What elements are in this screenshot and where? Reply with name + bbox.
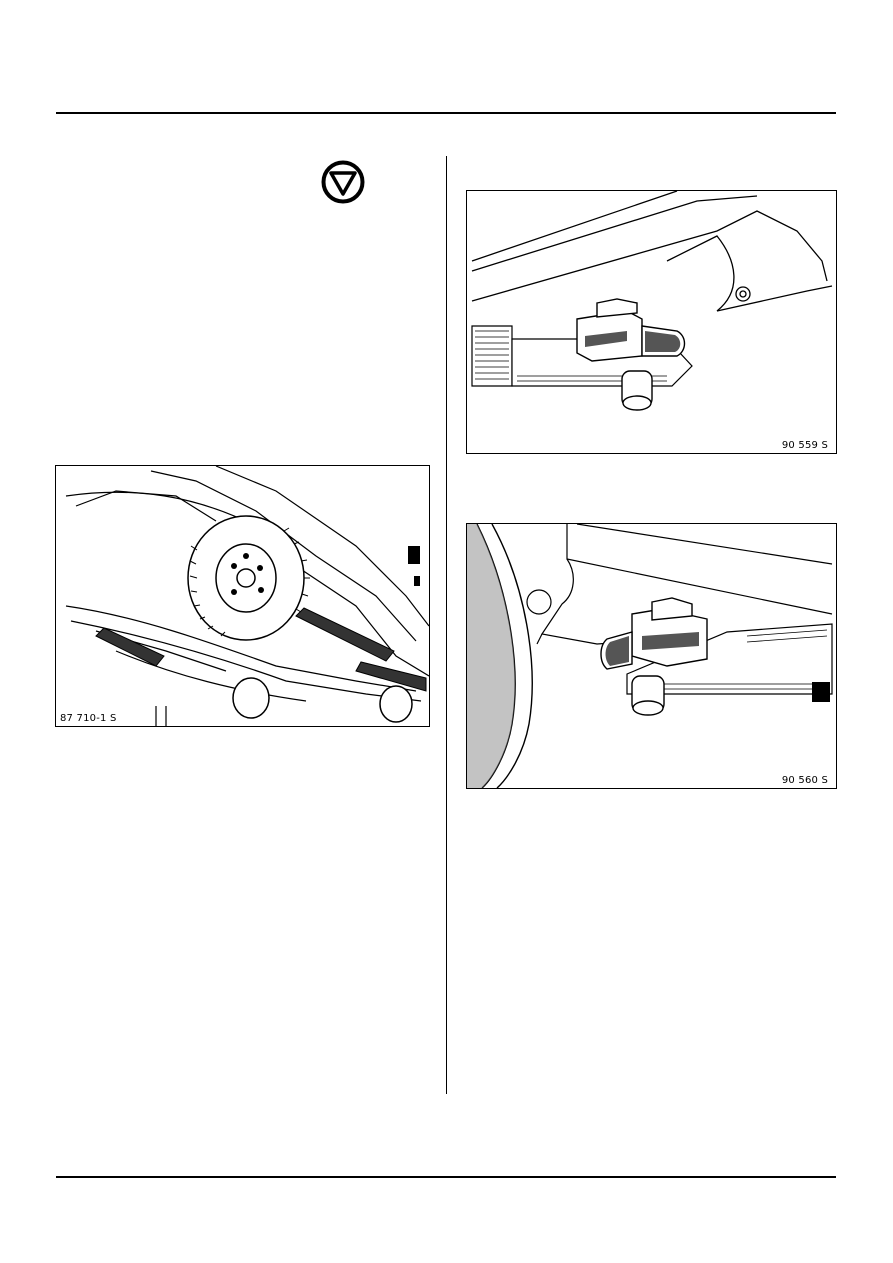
figure-lift-pad-rear: 90 560 S [466, 523, 837, 789]
figure-code: 90 560 S [779, 775, 830, 786]
triangle-in-circle-icon [321, 160, 365, 204]
lift-pad-rear-illustration [467, 524, 833, 788]
figure-code: 87 710-1 S [58, 713, 119, 724]
car-on-lift-illustration [65, 466, 429, 726]
footer-rule [56, 1176, 836, 1178]
figure-lift-pad-front: 90 559 S [466, 190, 837, 454]
column-divider [446, 156, 447, 1094]
lift-pad-front-illustration [471, 191, 833, 411]
figure-lift-overview: 87 710-1 S [55, 465, 430, 727]
figure-code: 90 559 S [779, 440, 830, 451]
header-rule [56, 112, 836, 114]
